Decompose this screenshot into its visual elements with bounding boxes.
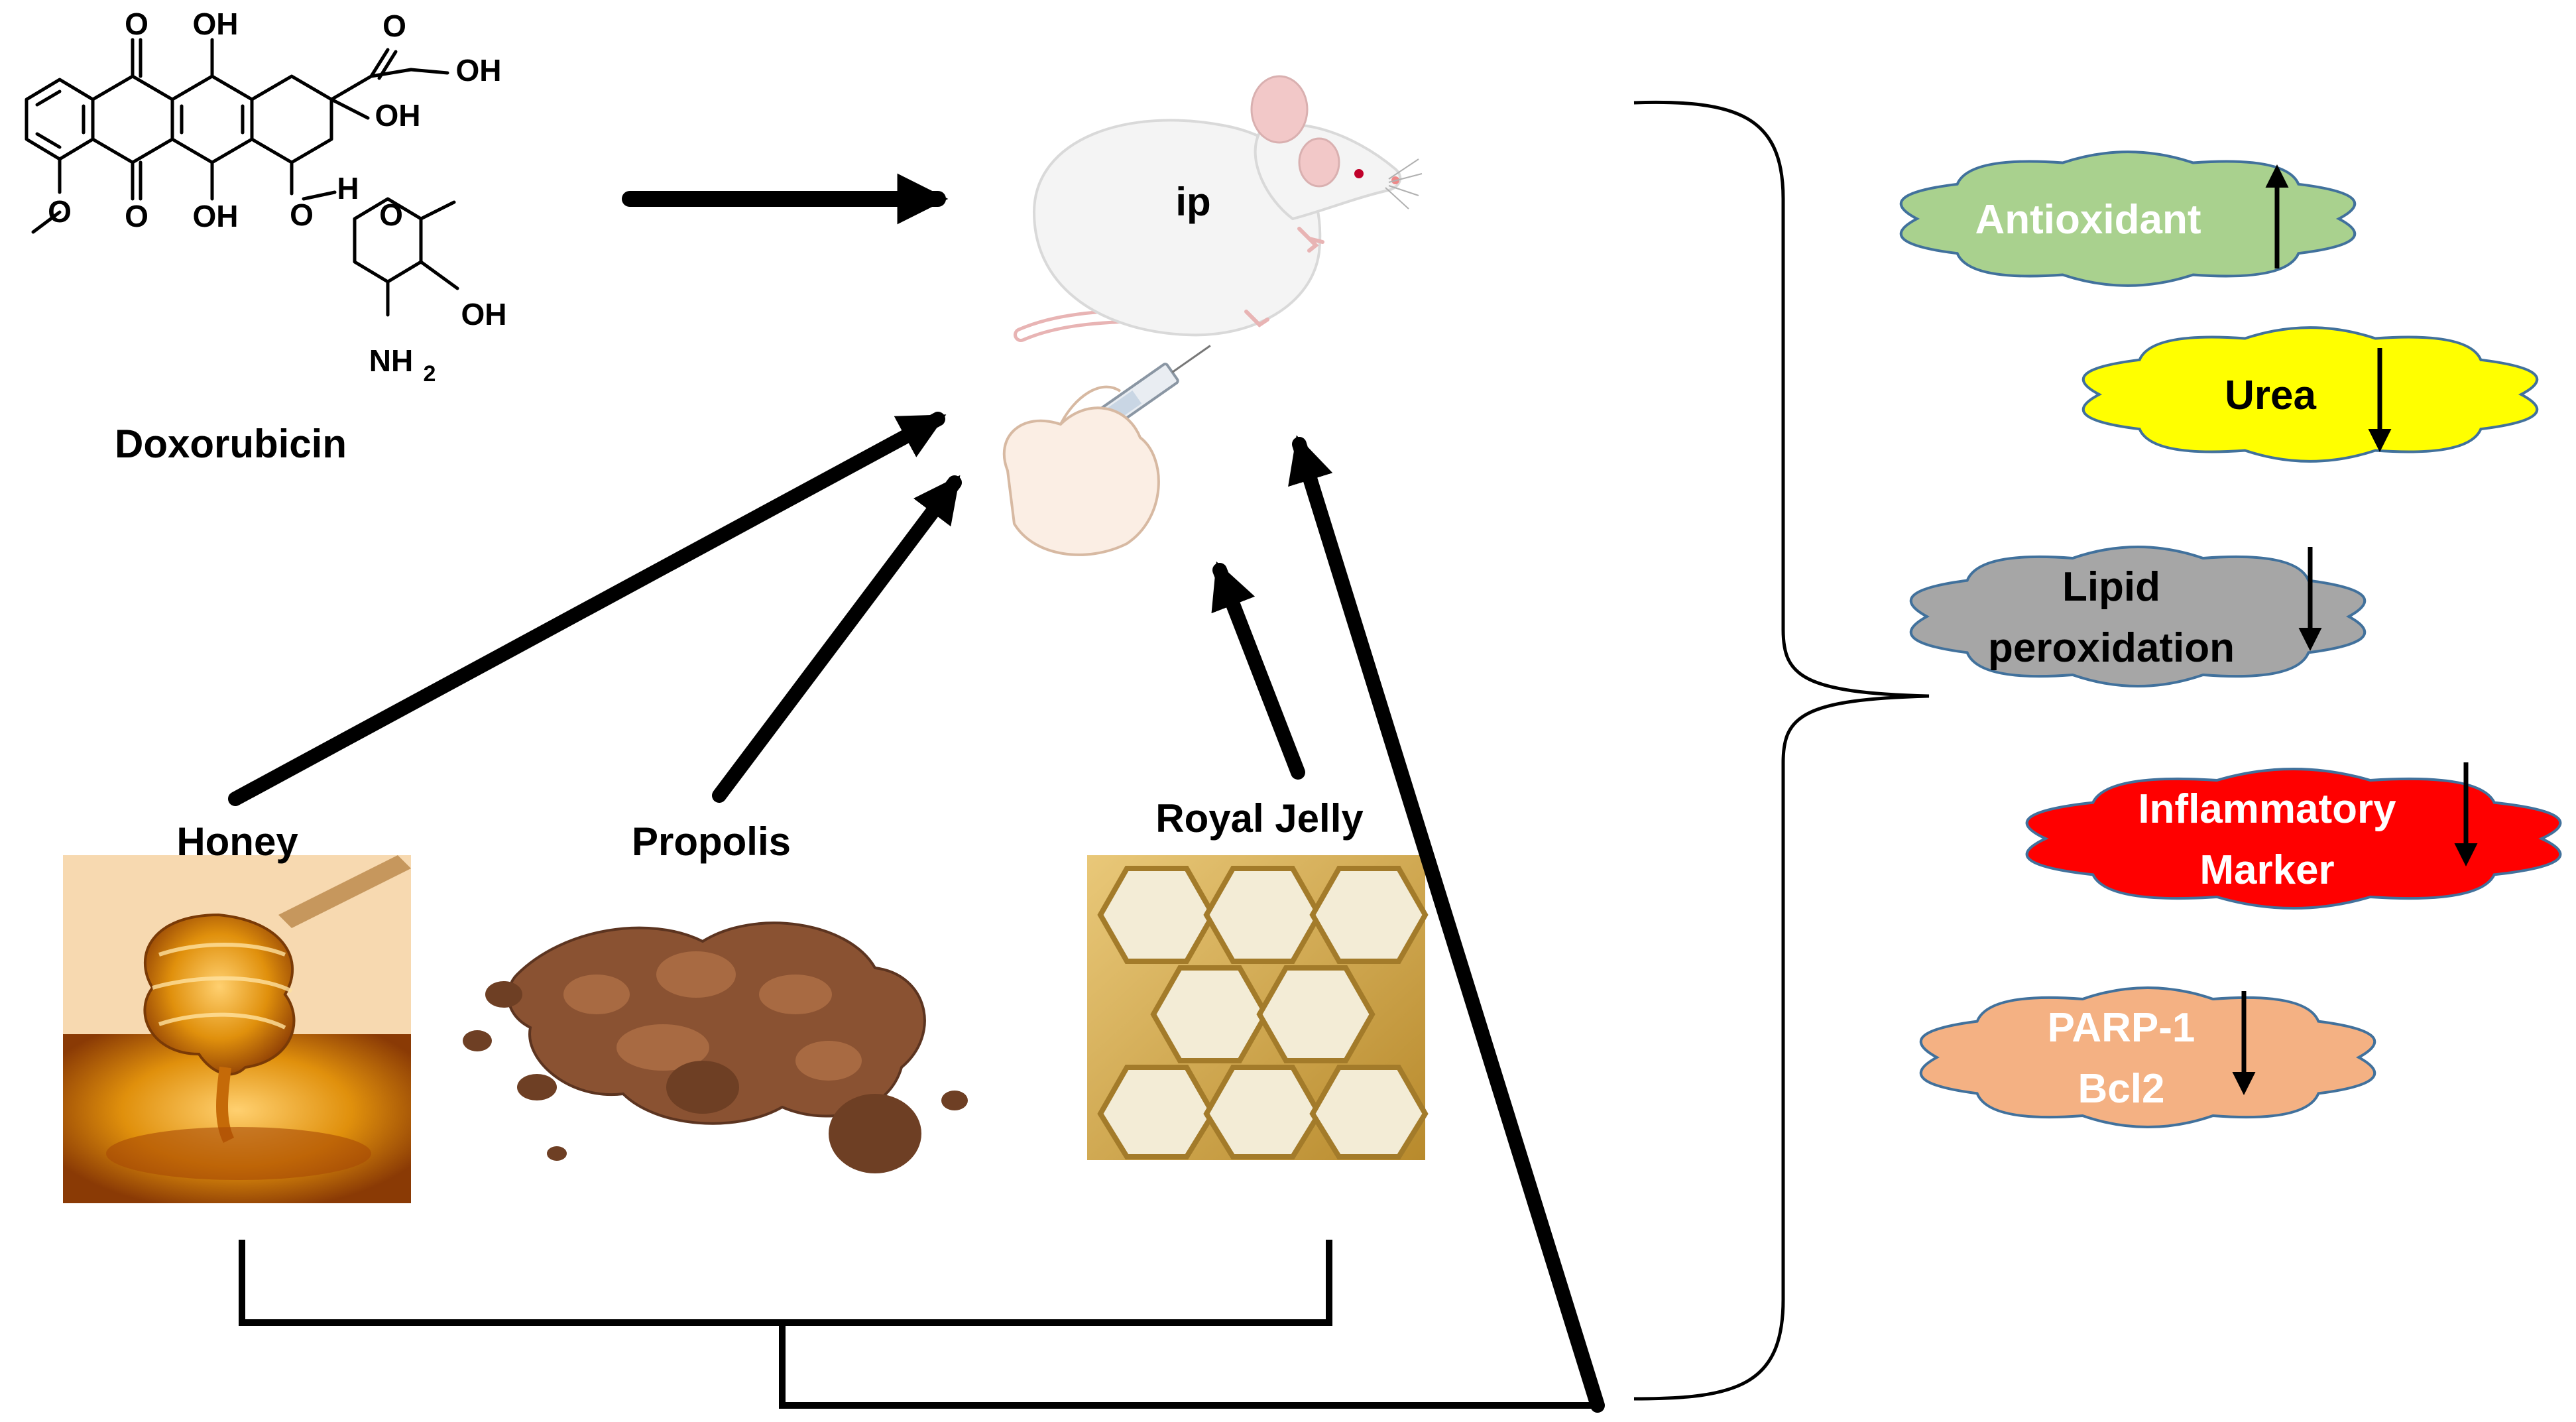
- atom-label: OH: [456, 53, 502, 88]
- atom-label: OH: [193, 199, 239, 233]
- cloud-shape: [1900, 150, 2356, 287]
- outcome-label: Lipid: [2062, 564, 2160, 610]
- cloud-shape: [2025, 767, 2562, 910]
- atom-label: NH: [369, 343, 413, 378]
- combination-bracket: [239, 1240, 1598, 1409]
- atom-label: O: [290, 198, 314, 232]
- atom-label: OH: [375, 98, 421, 133]
- mouse-illustration: [1002, 75, 1423, 556]
- atom-label: O: [382, 9, 406, 43]
- cloud-shape: [2082, 326, 2538, 463]
- cloud-shape: [1920, 986, 2376, 1128]
- propolis-arrow: [712, 475, 962, 803]
- atom-label: O: [125, 7, 148, 41]
- atom-label: H: [337, 171, 359, 206]
- propolis-label: Propolis: [632, 819, 791, 864]
- effects-curly-brace: [1633, 100, 1930, 1401]
- cloud-shape: [1910, 546, 2366, 687]
- royal-jelly-arrow: [1211, 561, 1305, 780]
- drug-label: Doxorubicin: [115, 422, 347, 466]
- royal-jelly-image: [1087, 855, 1429, 1160]
- royal-jelly-label: Royal Jelly: [1155, 796, 1364, 841]
- outcome-label: Antioxidant: [1975, 197, 2201, 243]
- outcome-cloud: Lipid peroxidation: [1910, 546, 2366, 687]
- doxorubicin-structure: [25, 38, 459, 317]
- outcome-label: Bcl2: [2078, 1066, 2165, 1112]
- outcome-cloud: Urea: [2082, 326, 2538, 463]
- outcome-label: PARP-1: [2048, 1005, 2195, 1051]
- atom-label: O: [48, 194, 72, 229]
- outcome-label: Inflammatory: [2138, 786, 2396, 832]
- atom-label: O: [125, 199, 148, 233]
- atom-label: OH: [193, 7, 239, 41]
- atom-label: OH: [461, 297, 507, 331]
- route-label: ip: [1175, 180, 1210, 224]
- outcome-label: Marker: [2199, 847, 2334, 893]
- outcome-label: Urea: [2225, 373, 2316, 418]
- atom-label: 2: [424, 361, 436, 386]
- atom-label: O: [379, 198, 403, 232]
- propolis-image: [463, 921, 968, 1173]
- outcome-cloud: Antioxidant: [1900, 150, 2356, 287]
- outcome-label: peroxidation: [1988, 625, 2235, 671]
- honey-label: Honey: [176, 819, 298, 864]
- combination-arrow: [1288, 435, 1605, 1413]
- honey-arrow: [228, 412, 947, 806]
- honey-image: [63, 855, 411, 1203]
